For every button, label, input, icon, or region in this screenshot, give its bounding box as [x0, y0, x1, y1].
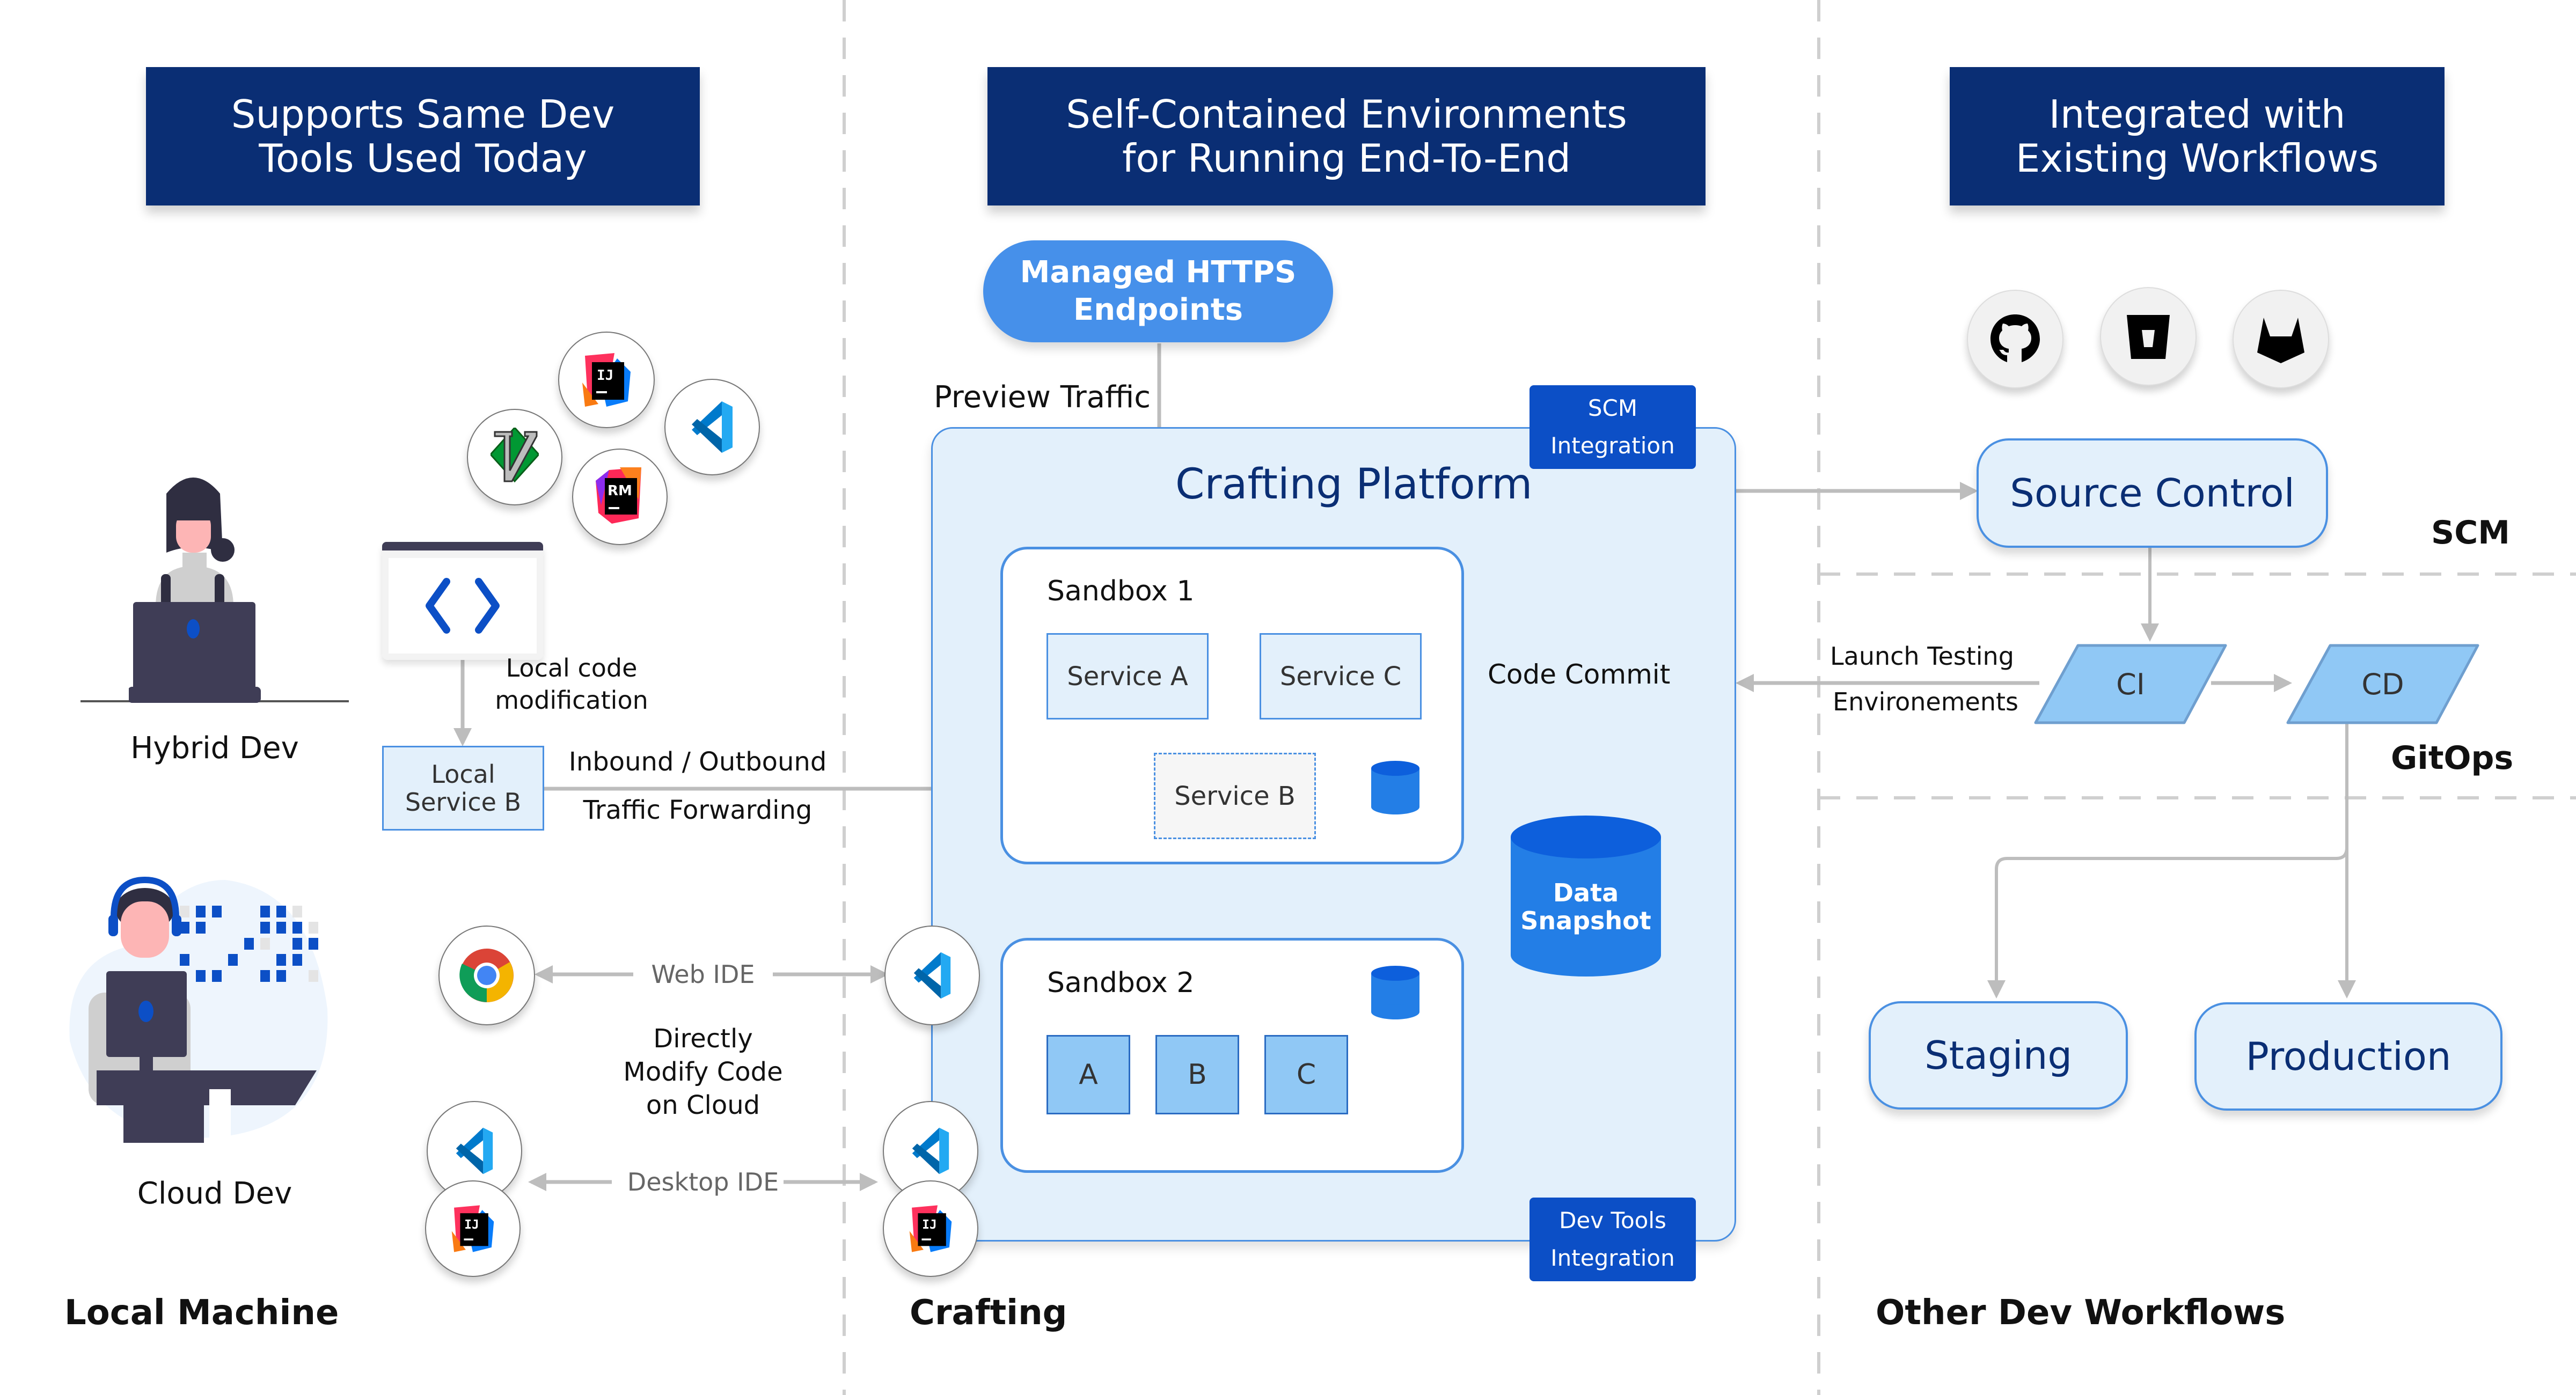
- scm-integration-badge: SCM Integration: [1529, 385, 1696, 469]
- intellij-icon[interactable]: IJ: [558, 332, 655, 428]
- source-control-box[interactable]: Source Control: [1977, 438, 2328, 548]
- ci-label: CI: [2116, 667, 2145, 701]
- web-ide-label: Web IDE: [651, 960, 755, 989]
- service-a-sb2[interactable]: A: [1046, 1035, 1130, 1114]
- svg-text:RM: RM: [608, 483, 632, 499]
- service-c[interactable]: Service C: [1260, 633, 1422, 719]
- preview-traffic-label: Preview Traffic: [934, 380, 1151, 415]
- database-icon-sb1: [1371, 761, 1419, 814]
- desktop-ide-label: Desktop IDE: [627, 1168, 779, 1196]
- traffic-forwarding-label: Traffic Forwarding: [583, 795, 813, 825]
- data-snapshot-label: Data Snapshot: [1520, 878, 1651, 935]
- pixel-grid: [180, 906, 318, 982]
- section-local-machine: Local Machine: [64, 1293, 339, 1333]
- vscode-icon[interactable]: [664, 379, 760, 475]
- section-other-workflows: Other Dev Workflows: [1876, 1293, 2286, 1333]
- header-integrated: Integrated with Existing Workflows: [1950, 67, 2445, 205]
- scm-row-label: SCM: [2431, 514, 2510, 552]
- platform-title: Crafting Platform: [1175, 460, 1533, 509]
- sandbox-2-title: Sandbox 2: [1047, 967, 1195, 999]
- cloud-dev-label: Cloud Dev: [137, 1176, 292, 1211]
- header-dev-tools: Supports Same Dev Tools Used Today: [146, 67, 700, 205]
- intellij-desktop-icon[interactable]: IJ: [425, 1180, 521, 1277]
- service-c-sb2[interactable]: C: [1264, 1035, 1348, 1114]
- svg-text:IJ: IJ: [597, 368, 613, 384]
- svg-text:IJ: IJ: [922, 1218, 936, 1232]
- header-self-contained: Self-Contained Environments for Running …: [987, 67, 1706, 205]
- arrow-cd-staging: [1987, 847, 2348, 998]
- intellij-remote-icon[interactable]: IJ: [883, 1180, 978, 1277]
- service-a[interactable]: Service A: [1046, 633, 1209, 719]
- gitlab-icon[interactable]: [2233, 290, 2329, 388]
- service-b[interactable]: Service B: [1154, 753, 1316, 839]
- production-box[interactable]: Production: [2194, 1002, 2502, 1111]
- sandbox-1-title: Sandbox 1: [1047, 575, 1195, 607]
- vscode-desktop-icon[interactable]: [427, 1101, 522, 1201]
- code-editor-window: [382, 542, 543, 660]
- devtools-integration-badge: Dev Tools Integration: [1529, 1198, 1696, 1281]
- directly-modify-label: Directly Modify Code on Cloud: [623, 1024, 783, 1120]
- managed-https-endpoints[interactable]: Managed HTTPS Endpoints: [983, 240, 1333, 342]
- cd-label: CD: [2361, 667, 2404, 701]
- staging-box[interactable]: Staging: [1869, 1001, 2128, 1110]
- cloud-dev-illustration: [64, 869, 365, 1148]
- code-brackets-icon: [426, 578, 500, 634]
- chrome-icon[interactable]: [438, 926, 535, 1025]
- github-icon[interactable]: [1967, 290, 2063, 388]
- cd-node[interactable]: CD: [2286, 644, 2479, 724]
- database-icon-sb2: [1371, 966, 1419, 1019]
- vscode-web-icon[interactable]: [884, 926, 980, 1025]
- rubymine-icon[interactable]: RM: [572, 449, 668, 545]
- service-b-sb2[interactable]: B: [1155, 1035, 1239, 1114]
- gitops-row-label: GitOps: [2391, 739, 2514, 777]
- local-service-b[interactable]: Local Service B: [382, 746, 544, 831]
- hybrid-dev-label: Hybrid Dev: [130, 731, 299, 766]
- svg-text:IJ: IJ: [464, 1218, 479, 1232]
- code-commit-label: Code Commit: [1488, 659, 1671, 690]
- section-crafting: Crafting: [910, 1293, 1067, 1333]
- launch-testing-label: Launch Testing: [1830, 642, 2014, 671]
- environments-label: Environements: [1833, 687, 2018, 716]
- hybrid-dev-illustration: [128, 461, 311, 703]
- bitbucket-icon[interactable]: [2100, 287, 2197, 386]
- data-snapshot-db[interactable]: Data Snapshot: [1511, 816, 1661, 976]
- inbound-outbound-label: Inbound / Outbound: [568, 747, 827, 777]
- local-code-modification-label: Local code modification: [495, 654, 648, 715]
- ci-node[interactable]: CI: [2034, 644, 2227, 724]
- vim-icon[interactable]: [467, 409, 562, 505]
